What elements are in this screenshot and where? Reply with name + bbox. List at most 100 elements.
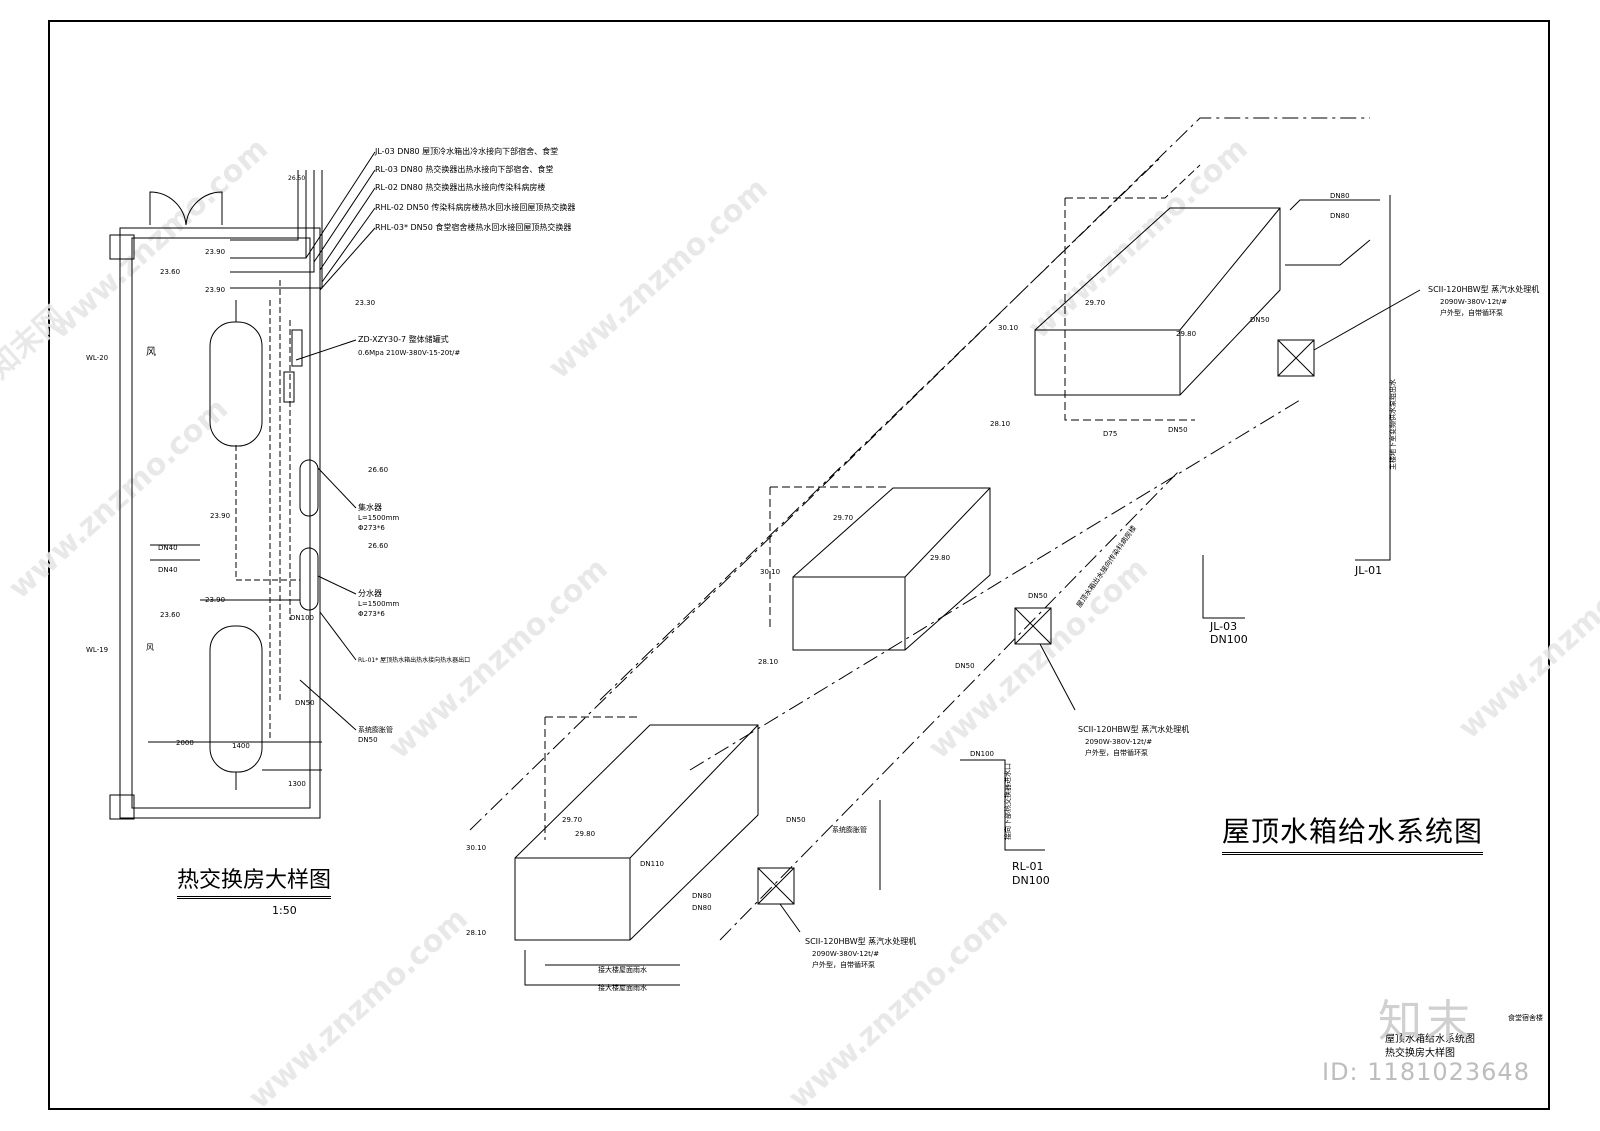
unit-1-model: SCII-120HBW型 蒸汽水处理机: [1428, 284, 1539, 294]
detail-drawing-title: 热交换房大样图: [177, 862, 332, 899]
watermark-url: www.znzmo.com: [242, 901, 475, 1116]
dn50-a: DN50: [295, 699, 315, 707]
tank-1: [1034, 207, 1281, 396]
system-pipe-label: 系统膨胀管: [358, 725, 393, 734]
riser-pipes: [230, 170, 323, 289]
drain-note-2: 接大楼屋面雨水: [598, 983, 647, 992]
rl01-label: RL-01: [1012, 860, 1044, 873]
connector-pipes: [200, 300, 300, 790]
drain-note-1: 接大楼屋面雨水: [598, 965, 647, 974]
internal-pipes: [235, 280, 300, 740]
processor-3-cross: [757, 867, 795, 905]
wl20-label: WL-20: [86, 354, 108, 362]
tank-1-edges: [1035, 207, 1281, 395]
heater-spec: 0.6Mpa 210W-380V-15-20t/#: [358, 349, 460, 357]
water-processor-3: [757, 867, 795, 905]
rl01-riser: [960, 759, 1045, 851]
d75-label: D75: [1103, 430, 1117, 438]
watermark-url: www.znzmo.com: [42, 131, 275, 346]
dn50-label-b: DN50: [1250, 316, 1270, 324]
jl03-size: DN100: [1210, 633, 1248, 646]
tank-3: [514, 724, 759, 941]
dn80-label-b: DN80: [1330, 212, 1350, 220]
unit-2-model: SCII-120HBW型 蒸汽水处理机: [1078, 724, 1189, 734]
elev-2330: 23.30: [355, 299, 375, 307]
elev-2360-b: 23.60: [160, 611, 180, 619]
heat-exchanger-2: [283, 371, 295, 403]
elev-2980-a: 29.80: [1176, 330, 1196, 338]
dim-1300: 1300: [288, 780, 306, 788]
elev-2970-b: 29.70: [833, 514, 853, 522]
collector-name: 集水器: [358, 502, 382, 512]
dn50-label-a: DN50: [1168, 426, 1188, 434]
unit-1-spec: 2090W-380V-12t/#: [1440, 298, 1507, 306]
divider-diameter: Φ273*6: [358, 610, 385, 618]
elev-2970-a: 29.70: [1085, 299, 1105, 307]
elev-2360: 23.60: [160, 268, 180, 276]
side-note-1: 主楼地下室变频供水泵组出水: [1388, 379, 1397, 470]
elev-2390-c: 23.90: [210, 512, 230, 520]
dim-1400: 1400: [232, 742, 250, 750]
note-rl02: RL-02 DN80 热交换器出热水接向传染科病房楼: [375, 182, 545, 192]
dn50-label-d: DN50: [1028, 592, 1048, 600]
room-outline: [119, 227, 321, 819]
elev-2390-a: 23.90: [205, 248, 225, 256]
divider: [299, 547, 319, 611]
water-processor-2: [1014, 607, 1052, 645]
jl03-riser: [1202, 555, 1245, 619]
small-title-2: 热交换房大样图: [1385, 1046, 1455, 1059]
elev-2660-a: 26.60: [368, 466, 388, 474]
watermark-logo: 知末: [1378, 996, 1474, 1047]
collector: [299, 459, 319, 517]
wind-label: 风: [146, 346, 156, 358]
tank-3-edges: [515, 724, 759, 940]
processor-1-cross: [1277, 339, 1315, 377]
dimension-lines: [148, 544, 322, 771]
unit-2-note: 户外型，自带循环泵: [1085, 748, 1148, 757]
note-jl03: JL-03 DN80 屋顶冷水箱出冷水接向下部宿舍、食堂: [374, 146, 558, 156]
processor-2-cross: [1014, 607, 1052, 645]
processor-3-leader: [779, 903, 801, 933]
wl19-label: WL-19: [86, 646, 108, 654]
elev-2810-a: 28.10: [990, 420, 1010, 428]
tank-2-edges: [793, 487, 991, 650]
elev-2980-b: 29.80: [930, 554, 950, 562]
note-leaders: [305, 151, 376, 291]
jl03-label: JL-03: [1209, 620, 1237, 633]
main-supply-lines: [469, 117, 1370, 941]
elev-2660-b: 26.60: [368, 542, 388, 550]
note-rhl02: RHL-02 DN50 传染科病房楼热水回水接回屋顶热交换器: [375, 202, 575, 212]
note-rhl03: RHL-03* DN50 食堂宿舍楼热水回水接回屋顶热交换器: [375, 222, 571, 232]
building-label: 食堂宿舍楼: [1508, 1013, 1543, 1022]
side-note-2: 接向下部热交换器进水口: [1003, 763, 1012, 840]
dn110-label: DN110: [640, 860, 664, 868]
tank-1-out-pipes: [1285, 199, 1380, 266]
heater-model: ZD-XZY30-7 整体储罐式: [358, 334, 449, 344]
dn40-a: DN40: [158, 544, 178, 552]
note-rl03: RL-03 DN80 热交换器出热水接向下部宿舍、食堂: [375, 164, 553, 174]
water-processor-1: [1277, 339, 1315, 377]
label-leaders: [295, 339, 357, 731]
rl01-note: RL-01* 屋顶热水箱出热水接向热水器出口: [358, 656, 470, 664]
dn80-label-d: DN80: [692, 904, 712, 912]
dn100-a: DN100: [290, 614, 314, 622]
watermark-url: www.znzmo.com: [1452, 531, 1600, 746]
unit-3-note: 户外型，自带循环泵: [812, 960, 875, 969]
collector-length: L=1500mm: [358, 514, 399, 522]
elev-2650: 26.50: [288, 175, 305, 182]
unit-3-spec: 2090W-380V-12t/#: [812, 950, 879, 958]
heater-tank-bottom: [209, 625, 263, 773]
dn50-label: DN50: [358, 736, 378, 744]
elev-2980-c: 29.80: [575, 830, 595, 838]
jl01-riser: [1355, 195, 1391, 561]
elev-3010-a: 30.10: [998, 324, 1018, 332]
elev-2810-b: 28.10: [758, 658, 778, 666]
tank-3-pipes: [544, 716, 640, 840]
elev-3010-b: 30.10: [760, 568, 780, 576]
drawing-frame: [48, 20, 1550, 1110]
processor-2-leader: [1039, 643, 1076, 711]
double-door: [149, 191, 223, 226]
elev-2810-c: 28.10: [466, 929, 486, 937]
